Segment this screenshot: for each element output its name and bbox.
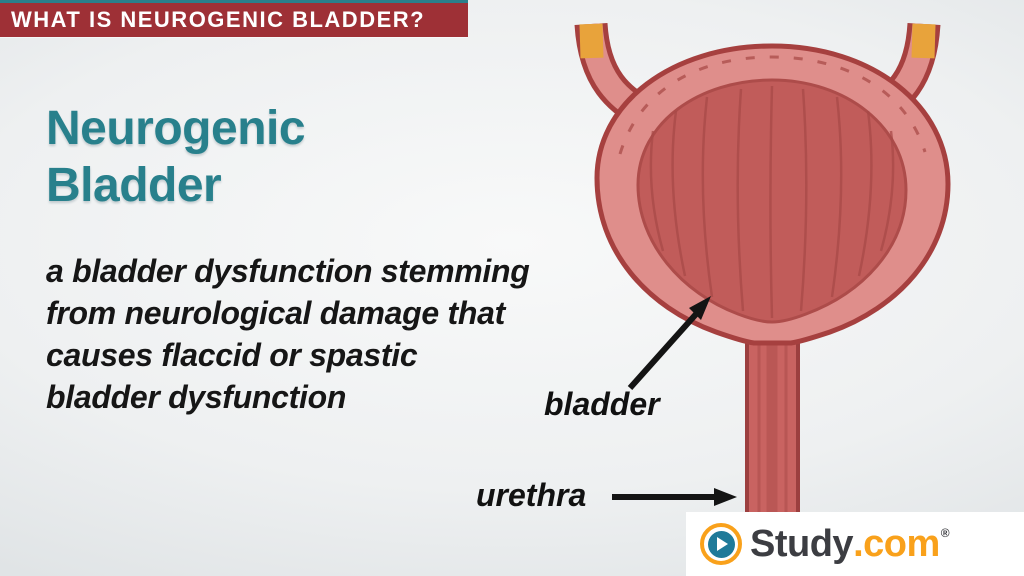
definition-line: bladder dysfunction (46, 379, 347, 415)
definition-line: a bladder dysfunction stemming (46, 253, 530, 289)
heading-line-1: Neurogenic (46, 102, 306, 155)
slide-banner: WHAT IS NEUROGENIC BLADDER? (0, 3, 468, 37)
logo-registered-mark: ® (940, 526, 950, 540)
logo-com-text: .com (853, 523, 940, 565)
play-icon (700, 523, 742, 565)
logo-study-text: Study (750, 523, 854, 565)
banner-top-strip (0, 0, 468, 3)
studycom-logo: Study .com ® (686, 512, 1024, 576)
urethra-arrow (612, 488, 737, 506)
bladder-striations (649, 85, 895, 319)
urethra-label: urethra (476, 477, 587, 513)
banner-title: WHAT IS NEUROGENIC BLADDER? (11, 7, 426, 32)
bladder-rim-fibers (618, 55, 927, 155)
slide-heading: Neurogenic Bladder (46, 100, 306, 214)
play-icon-triangle (717, 537, 728, 551)
logo-text: Study .com ® (750, 525, 950, 563)
heading-line-2: Bladder (46, 159, 222, 212)
bladder-body (594, 43, 951, 346)
definition-line: causes flaccid or spastic (46, 337, 418, 373)
bladder-label: bladder (544, 386, 660, 422)
bladder-inner-wall (636, 78, 908, 324)
bladder-arrow (627, 296, 711, 390)
definition-text: a bladder dysfunction stemming from neur… (46, 250, 530, 418)
definition-line: from neurological damage that (46, 295, 505, 331)
play-icon-disc (707, 530, 735, 558)
